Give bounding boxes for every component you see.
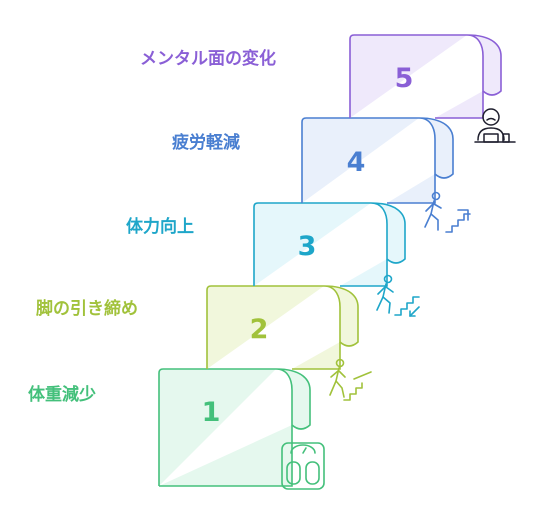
step-5-scroll [349, 34, 502, 118]
walking-up-stairs-icon [329, 358, 372, 401]
step-3-number: 3 [298, 231, 317, 262]
step-4: 4 疲労軽減 [172, 117, 471, 233]
step-3-scroll [253, 202, 406, 286]
step-5: 5 メンタル面の変化 [140, 34, 516, 143]
step-5-label: メンタル面の変化 [140, 48, 276, 69]
step-2: 2 脚の引き締め [36, 285, 372, 401]
running-down-stairs-icon [376, 274, 420, 317]
step-1-scroll-edge [159, 425, 293, 487]
step-4-scroll [301, 117, 454, 203]
step-4-number: 4 [347, 147, 366, 178]
climbing-stairs-icon [424, 191, 471, 233]
step-2-scroll-edge [292, 342, 341, 370]
bathroom-scale-icon [281, 442, 325, 490]
step-4-scroll-edge [387, 174, 436, 204]
step-5-scroll-edge [435, 91, 484, 119]
step-3-label: 体力向上 [126, 216, 194, 237]
step-1: 1 体重減少 [28, 368, 325, 490]
step-1-number: 1 [202, 397, 221, 428]
step-3-scroll-edge [340, 259, 388, 287]
person-at-desk-icon [474, 108, 516, 143]
step-2-scroll [206, 285, 359, 369]
step-1-label: 体重減少 [28, 384, 96, 405]
step-5-number: 5 [395, 63, 414, 94]
step-2-number: 2 [250, 314, 269, 345]
step-1-scroll [158, 368, 311, 486]
step-2-label: 脚の引き締め [36, 298, 138, 319]
step-4-label: 疲労軽減 [172, 132, 240, 153]
step-3: 3 体力向上 [126, 202, 420, 317]
